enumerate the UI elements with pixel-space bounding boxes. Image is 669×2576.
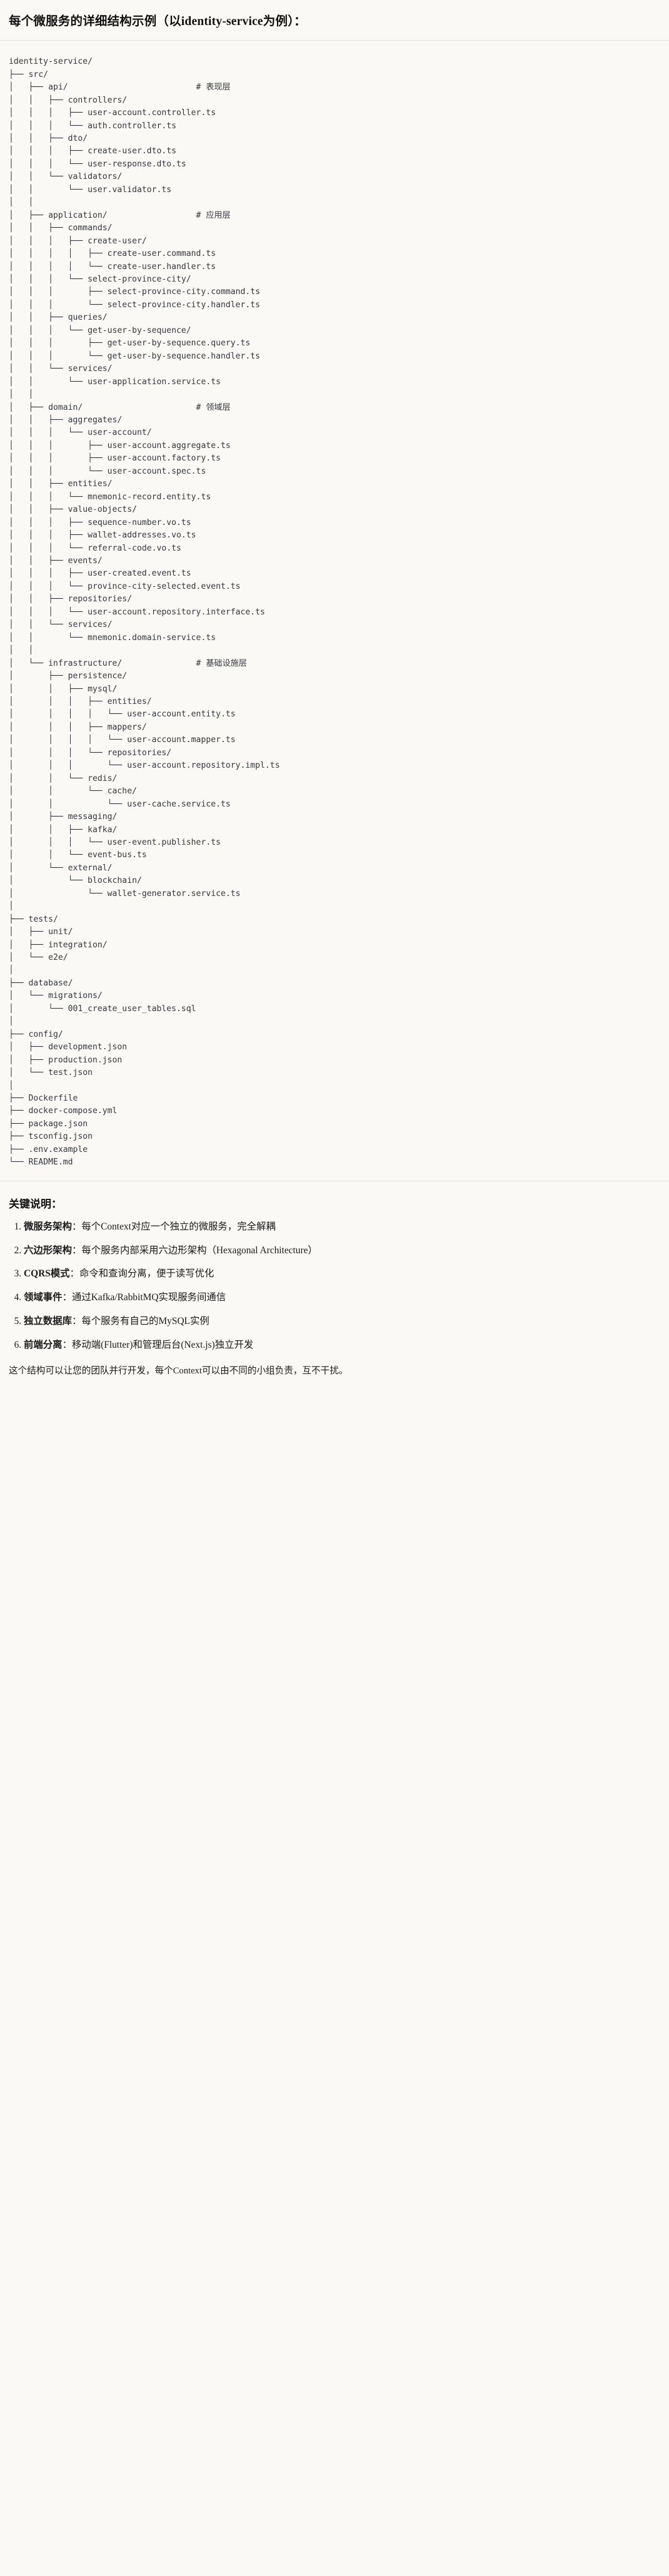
- note-separator: ：: [69, 1268, 79, 1280]
- note-description: 每个服务有自己的MySQL实例: [81, 1316, 209, 1327]
- note-term: CQRS模式: [24, 1268, 70, 1280]
- list-item: 六边形架构：每个服务内部采用六边形架构（Hexagonal Architectu…: [24, 1243, 660, 1258]
- note-description: 每个服务内部采用六边形架构（Hexagonal Architecture）: [81, 1245, 318, 1256]
- note-description: 每个Context对应一个独立的微服务，完全解耦: [81, 1221, 276, 1232]
- closing-paragraph: 这个结构可以让您的团队并行开发，每个Context可以由不同的小组负责，互不干扰…: [9, 1365, 348, 1376]
- note-separator: ：: [62, 1340, 72, 1351]
- list-item: 前端分离：移动端(Flutter)和管理后台(Next.js)独立开发: [24, 1338, 660, 1353]
- note-description: 通过Kafka/RabbitMQ实现服务间通信: [71, 1292, 226, 1303]
- note-term: 微服务架构: [24, 1221, 72, 1232]
- note-term: 前端分离: [24, 1340, 63, 1351]
- list-item: CQRS模式：命令和查询分离，便于读写优化: [24, 1266, 660, 1281]
- document-page: 每个微服务的详细结构示例（以identity-service为例）： ident…: [0, 0, 669, 1395]
- directory-tree: identity-service/ ├── src/ │ ├── api/ # …: [9, 57, 280, 1168]
- list-item: 独立数据库：每个服务有自己的MySQL实例: [24, 1314, 660, 1329]
- note-separator: ：: [71, 1316, 82, 1327]
- list-item: 微服务架构：每个Context对应一个独立的微服务，完全解耦: [24, 1219, 660, 1235]
- note-separator: ：: [62, 1292, 72, 1303]
- note-description: 移动端(Flutter)和管理后台(Next.js)独立开发: [71, 1340, 254, 1351]
- directory-tree-block: identity-service/ ├── src/ │ ├── api/ # …: [0, 41, 669, 1181]
- document-header: 每个微服务的详细结构示例（以identity-service为例）：: [0, 0, 669, 41]
- key-notes-title: 关键说明：: [9, 1198, 62, 1210]
- note-term: 独立数据库: [24, 1316, 72, 1327]
- note-description: 命令和查询分离，便于读写优化: [79, 1268, 214, 1280]
- note-term: 领域事件: [24, 1292, 63, 1303]
- note-term: 六边形架构: [24, 1245, 72, 1256]
- list-item: 领域事件：通过Kafka/RabbitMQ实现服务间通信: [24, 1290, 660, 1305]
- page-title: 每个微服务的详细结构示例（以identity-service为例）：: [9, 15, 306, 28]
- note-separator: ：: [71, 1245, 82, 1256]
- note-separator: ：: [71, 1221, 82, 1232]
- key-notes-block: 关键说明： 微服务架构：每个Context对应一个独立的微服务，完全解耦 六边形…: [0, 1180, 669, 1395]
- key-notes-list: 微服务架构：每个Context对应一个独立的微服务，完全解耦 六边形架构：每个服…: [9, 1219, 660, 1353]
